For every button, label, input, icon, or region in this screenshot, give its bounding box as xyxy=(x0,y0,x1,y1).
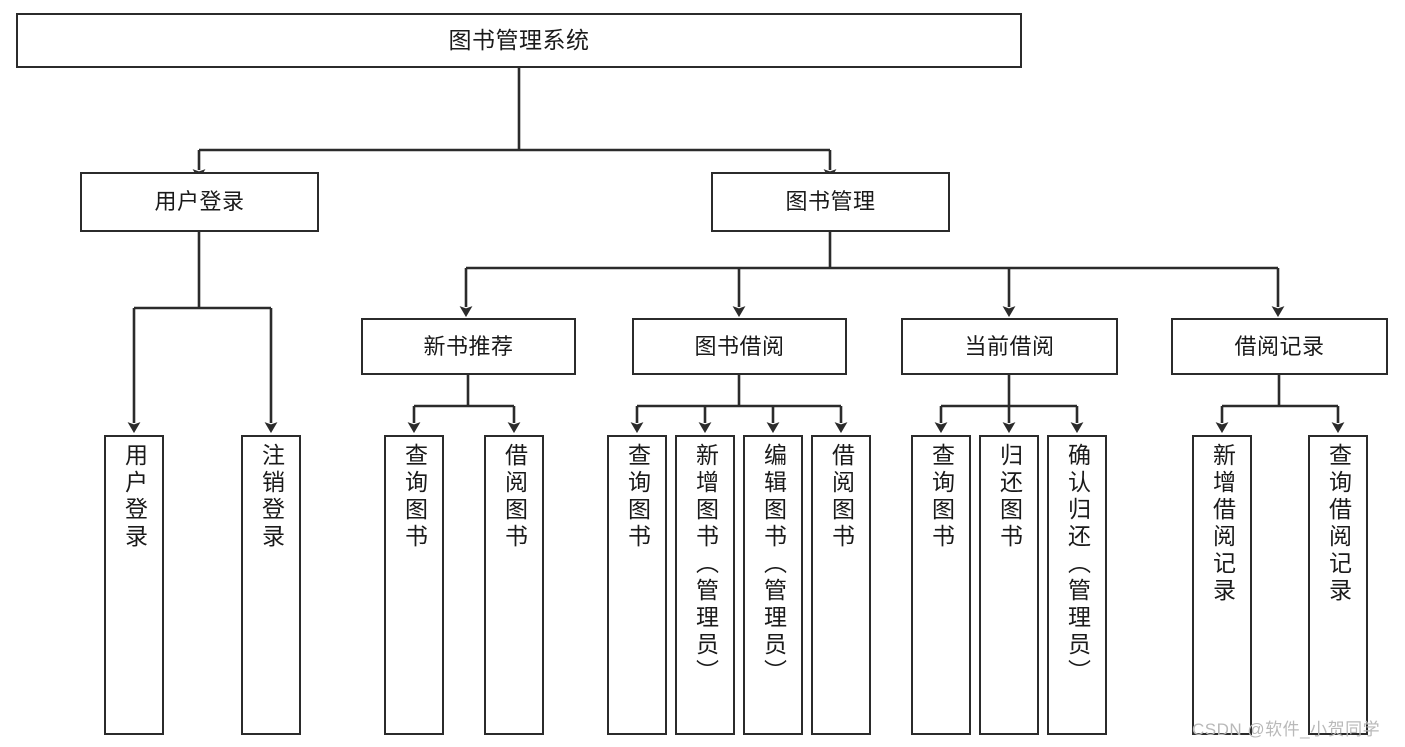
node-new-book-recommend[interactable]: 新书推荐 xyxy=(361,318,576,375)
leaf-query-borrow-record[interactable]: 查询借阅记录 xyxy=(1308,435,1368,735)
leaf-return-book[interactable]: 归还图书 xyxy=(979,435,1039,735)
node-label: 新增借阅记录 xyxy=(1209,443,1236,605)
node-label: 图书借阅 xyxy=(694,333,785,359)
leaf-query-book-recommend[interactable]: 查询图书 xyxy=(384,435,444,735)
node-label: 图书管理系统 xyxy=(448,26,590,53)
node-label: 借阅记录 xyxy=(1234,333,1325,359)
leaf-add-borrow-record[interactable]: 新增借阅记录 xyxy=(1192,435,1252,735)
node-label: 查询借阅记录 xyxy=(1325,443,1352,605)
node-label: 新书推荐 xyxy=(423,333,514,359)
leaf-logout-login[interactable]: 注销登录 xyxy=(241,435,301,735)
leaf-query-book-current[interactable]: 查询图书 xyxy=(911,435,971,735)
node-label: 用户登录 xyxy=(121,443,148,551)
leaf-query-book-borrow[interactable]: 查询图书 xyxy=(607,435,667,735)
node-label: 图书管理 xyxy=(785,189,876,215)
node-label: 新增图书（管理员） xyxy=(692,443,719,686)
node-label: 编辑图书（管理员） xyxy=(760,443,787,686)
leaf-borrow-book-recommend[interactable]: 借阅图书 xyxy=(484,435,544,735)
node-label: 借阅图书 xyxy=(501,443,528,551)
leaf-add-book-admin[interactable]: 新增图书（管理员） xyxy=(675,435,735,735)
node-book-manage[interactable]: 图书管理 xyxy=(711,172,950,232)
leaf-edit-book-admin[interactable]: 编辑图书（管理员） xyxy=(743,435,803,735)
node-label: 归还图书 xyxy=(996,443,1023,551)
node-label: 查询图书 xyxy=(928,443,955,551)
node-label: 查询图书 xyxy=(401,443,428,551)
leaf-user-login[interactable]: 用户登录 xyxy=(104,435,164,735)
node-user-login[interactable]: 用户登录 xyxy=(80,172,319,232)
node-root-system[interactable]: 图书管理系统 xyxy=(16,13,1022,68)
node-label: 确认归还（管理员） xyxy=(1064,443,1091,686)
node-label: 当前借阅 xyxy=(964,333,1055,359)
node-book-borrow[interactable]: 图书借阅 xyxy=(632,318,847,375)
node-label: 借阅图书 xyxy=(828,443,855,551)
node-current-borrow[interactable]: 当前借阅 xyxy=(901,318,1118,375)
csdn-watermark: CSDN @软件_小贺同学 xyxy=(1192,720,1381,739)
leaf-confirm-return-admin[interactable]: 确认归还（管理员） xyxy=(1047,435,1107,735)
node-label: 查询图书 xyxy=(624,443,651,551)
node-label: 用户登录 xyxy=(154,189,245,215)
node-label: 注销登录 xyxy=(258,443,285,551)
node-borrow-record[interactable]: 借阅记录 xyxy=(1171,318,1388,375)
leaf-borrow-book-borrow[interactable]: 借阅图书 xyxy=(811,435,871,735)
